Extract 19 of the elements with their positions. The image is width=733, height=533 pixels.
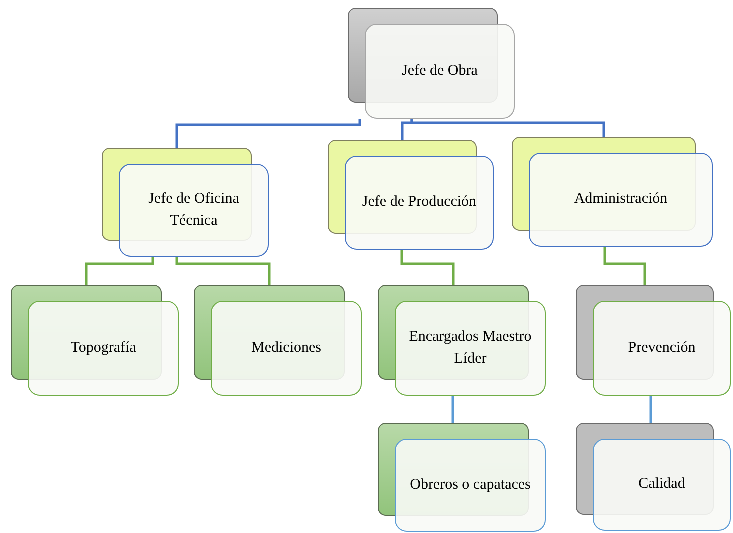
connector-line <box>400 250 455 285</box>
connector-line <box>650 396 652 423</box>
org-box: Encargados Maestro Líder <box>395 301 546 396</box>
org-box: Jefe de Producción <box>345 156 494 250</box>
org-box: Jefe de Obra <box>365 24 515 119</box>
connector-line <box>401 119 414 140</box>
connector-line <box>176 119 362 148</box>
org-box: Jefe de Oficina Técnica <box>119 164 269 257</box>
connector-line <box>176 257 271 285</box>
org-box: Administración <box>529 153 713 247</box>
connector-line <box>410 119 606 137</box>
connector-line <box>85 257 154 285</box>
org-box: Obreros o capataces <box>395 439 546 532</box>
org-box: Calidad <box>593 439 731 531</box>
connector-line <box>452 396 454 423</box>
org-box: Mediciones <box>211 301 362 396</box>
connector-line <box>604 247 646 285</box>
org-box: Topografía <box>28 301 179 396</box>
org-box: Prevención <box>593 301 731 396</box>
